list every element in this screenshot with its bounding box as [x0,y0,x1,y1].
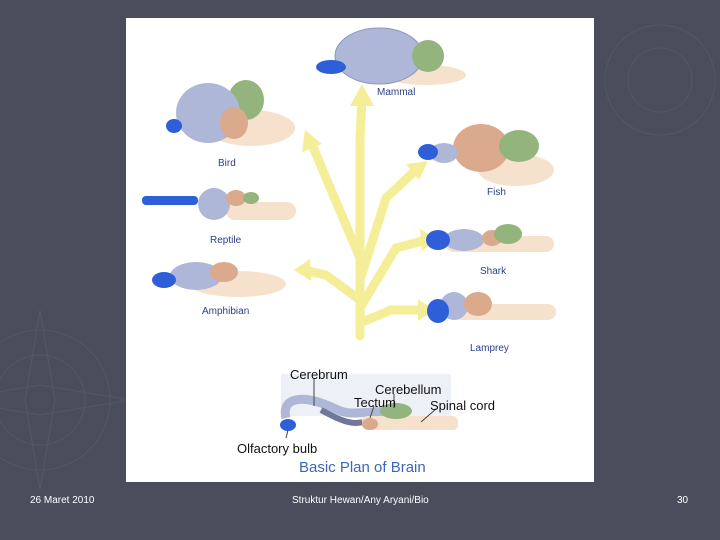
basic-plan-brain [280,374,458,439]
brain-diagram-artwork [142,27,556,439]
fish-brain [418,124,554,186]
label-bird: Bird [218,158,236,169]
label-cerebellum: Cerebellum [375,382,442,397]
label-lamprey: Lamprey [470,343,509,354]
footer-page-number: 30 [677,495,689,506]
lamprey-brain [427,292,556,323]
label-olfactory-bulb: Olfactory bulb [237,441,318,456]
label-mammal: Mammal [377,87,416,98]
mammal-brain [316,27,466,85]
figure-caption: Basic Plan of Brain [299,459,426,476]
evolution-tree-arrows [299,93,431,341]
label-shark: Shark [480,266,507,277]
amphibian-brain [152,262,286,297]
label-fish: Fish [487,187,506,198]
label-tectum: Tectum [354,395,396,410]
label-amphibian: Amphibian [202,306,250,317]
reptile-brain [142,188,296,220]
shark-brain [426,224,554,252]
label-cerebrum: Cerebrum [290,367,348,382]
label-reptile: Reptile [210,235,242,246]
label-spinal-cord: Spinal cord [430,398,496,413]
footer-title: Struktur Hewan/Any Aryani/Bio [292,495,429,506]
brain-evolution-figure: Mammal Bird Fish Reptile Shark Amphibian… [126,18,594,482]
bird-brain [166,80,295,146]
footer-date: 26 Maret 2010 [30,495,95,506]
evolution-tree-arrowheads [294,84,438,321]
